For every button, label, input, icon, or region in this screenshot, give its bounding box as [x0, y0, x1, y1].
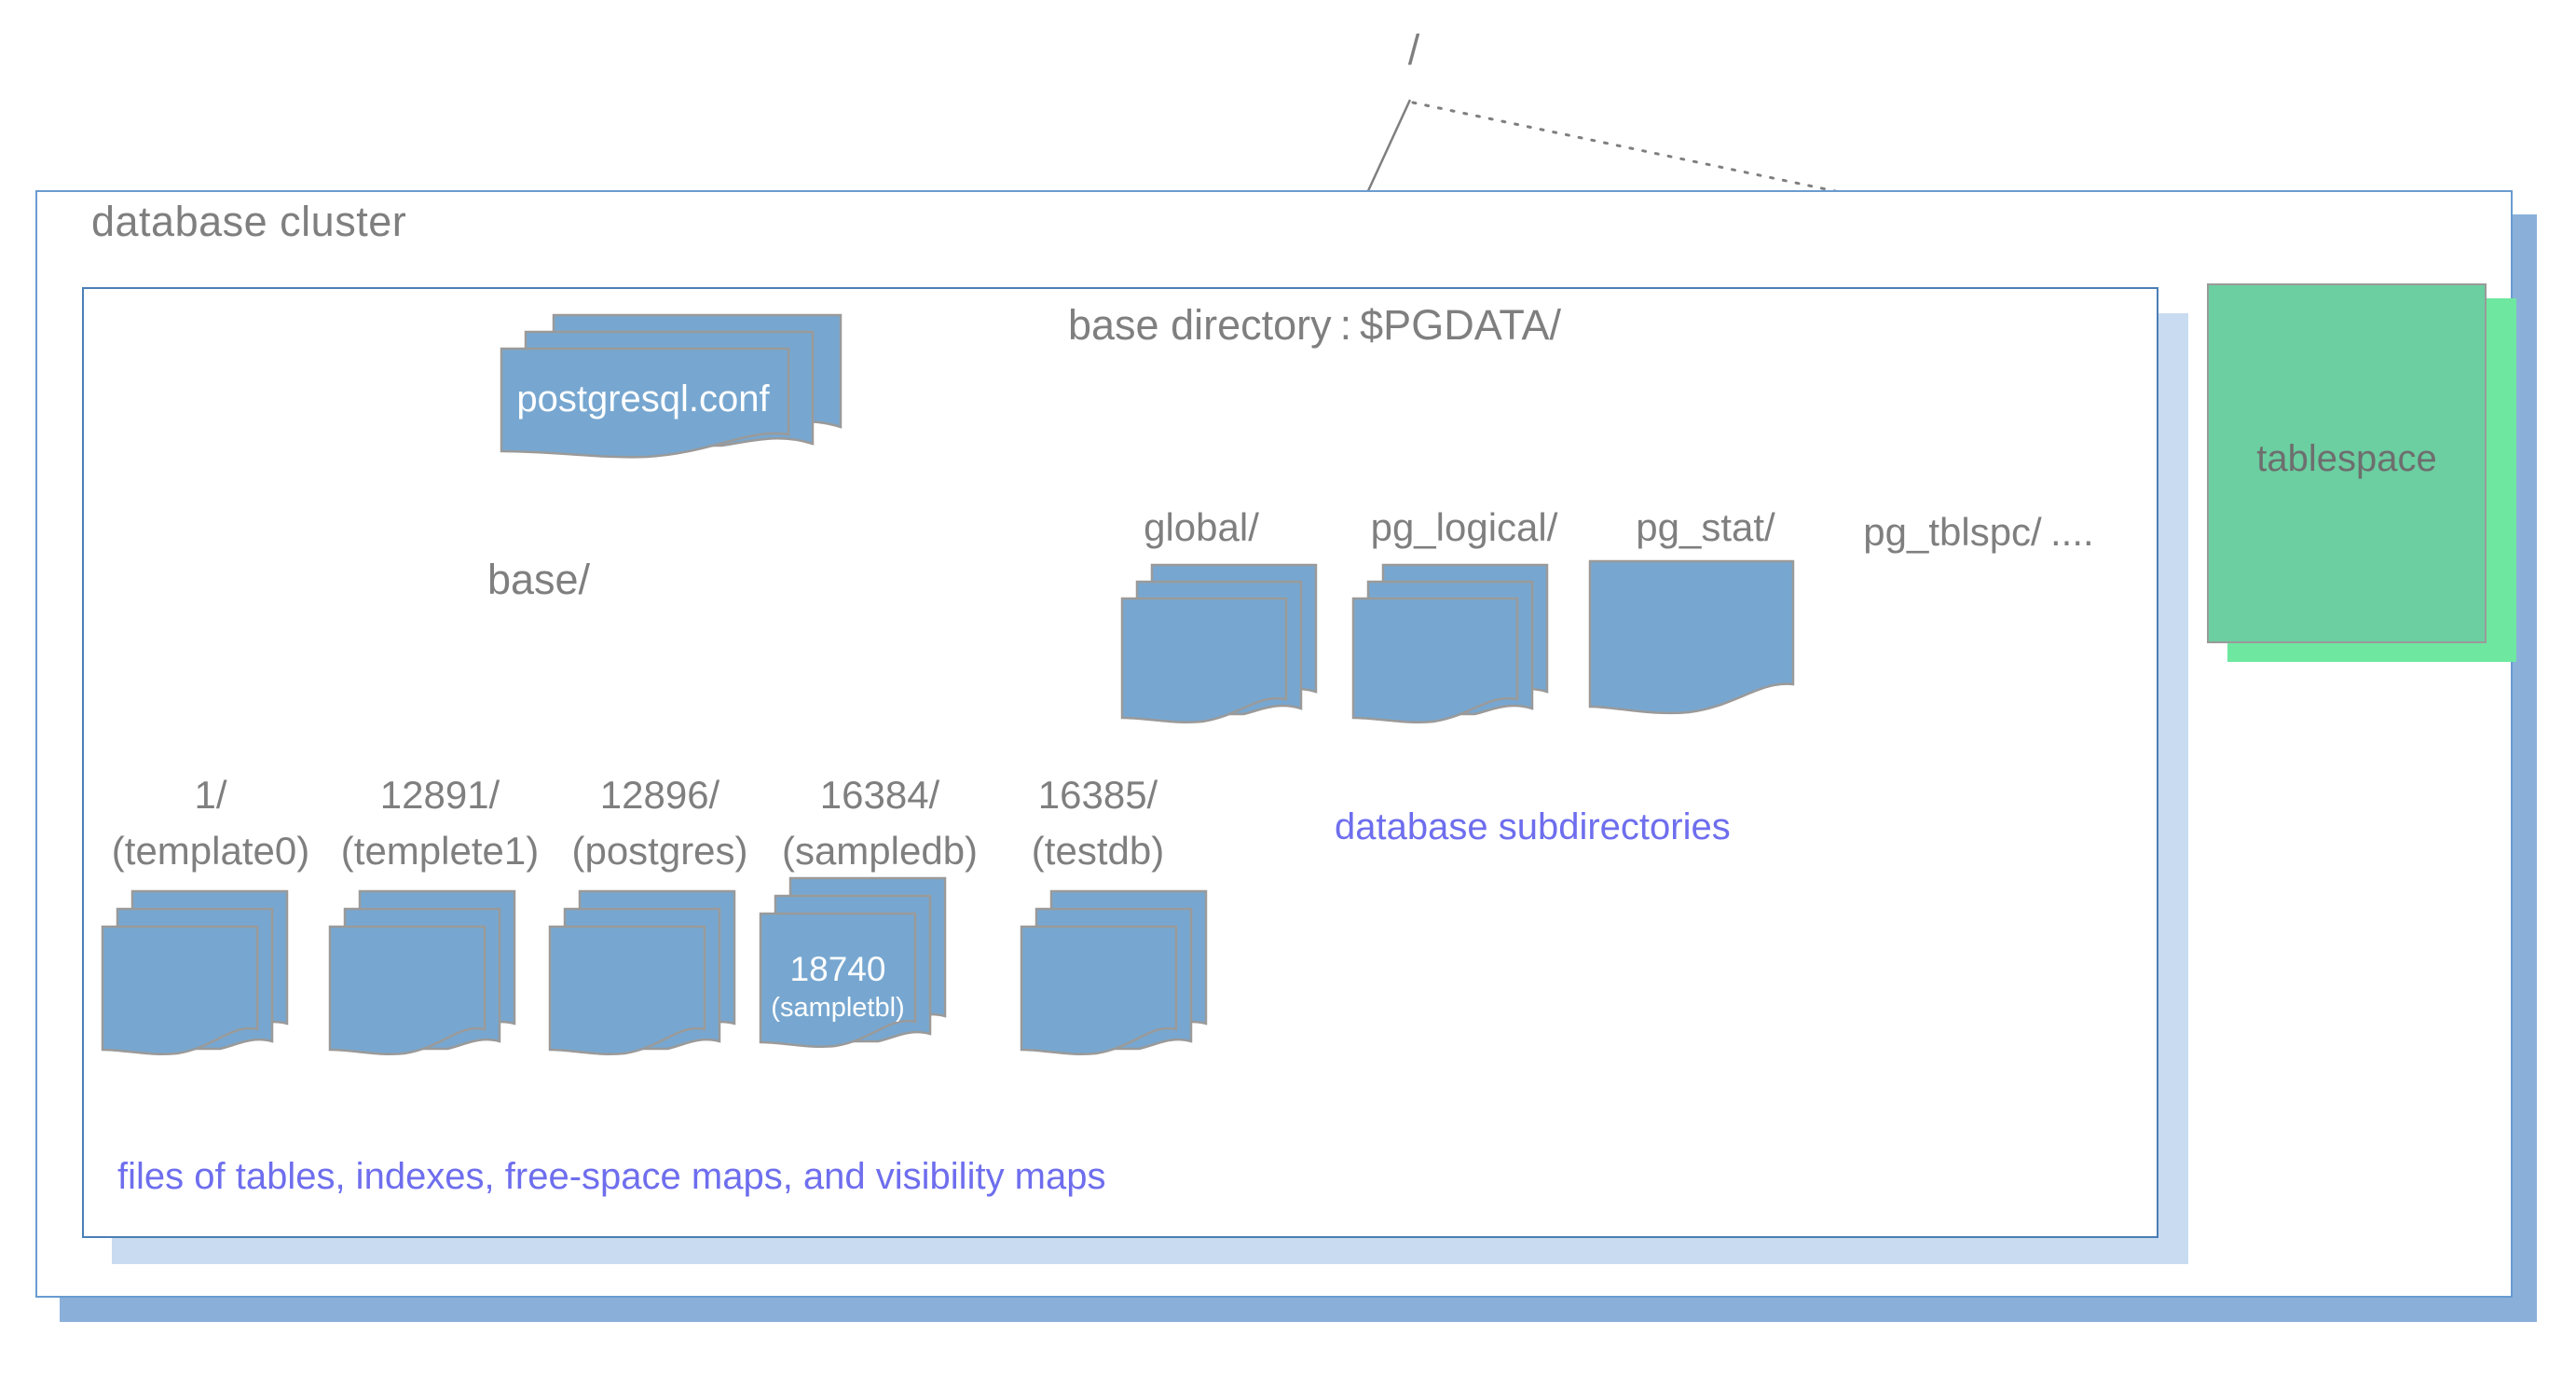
- dir-label-global: global/: [1144, 505, 1259, 549]
- subdir-oid-1: 1/: [194, 773, 227, 817]
- subdir-oid-16384: 16384/: [819, 773, 940, 817]
- dir-label-pg-stat: pg_stat/: [1636, 505, 1775, 549]
- subdir-oid-12896: 12896/: [599, 773, 720, 817]
- db-file-stack-1: [99, 888, 299, 1065]
- files-note: files of tables, indexes, free-space map…: [117, 1156, 1106, 1197]
- dir-label-pg-tblspc: pg_tblspc/: [1863, 510, 2042, 554]
- db-file-stack-12891: [326, 888, 527, 1065]
- tablespace-label: tablespace: [2256, 438, 2437, 479]
- pgdata-box: [82, 287, 2158, 1238]
- subdir-name-templete1: (templete1): [340, 829, 540, 873]
- pg-logical-file-stack: [1350, 561, 1564, 729]
- subdir-name-postgres: (postgres): [571, 829, 748, 873]
- dir-label-ellipsis: ....: [2050, 510, 2094, 554]
- subdir-name-testdb: (testdb): [1031, 829, 1165, 873]
- subdir-oid-12891: 12891/: [379, 773, 500, 817]
- subdir-name-sampledb: (sampledb): [781, 829, 979, 873]
- global-file-stack: [1118, 561, 1333, 729]
- postgresql-conf-stack: postgresql.conf: [498, 311, 852, 461]
- pg-stat-file: [1586, 557, 1801, 725]
- dir-label-pg-logical: pg_logical/: [1370, 505, 1558, 549]
- root-label: /: [1407, 26, 1420, 74]
- database-subdirectories-note: database subdirectories: [1335, 806, 1731, 847]
- db-file-stack-12896: [546, 888, 747, 1065]
- db-file-stack-16385: [1018, 888, 1218, 1065]
- db-file-stack-16384: 18740 (sampletbl): [757, 874, 957, 1061]
- subdir-oid-16385: 16385/: [1037, 773, 1158, 817]
- base-dir-label: base/: [486, 556, 591, 603]
- subdir-name-template0: (template0): [111, 829, 310, 873]
- tablespace-box: [2207, 283, 2487, 643]
- cluster-title: database cluster: [91, 198, 407, 245]
- pgdata-label: base directory : $PGDATA/: [1068, 301, 1562, 349]
